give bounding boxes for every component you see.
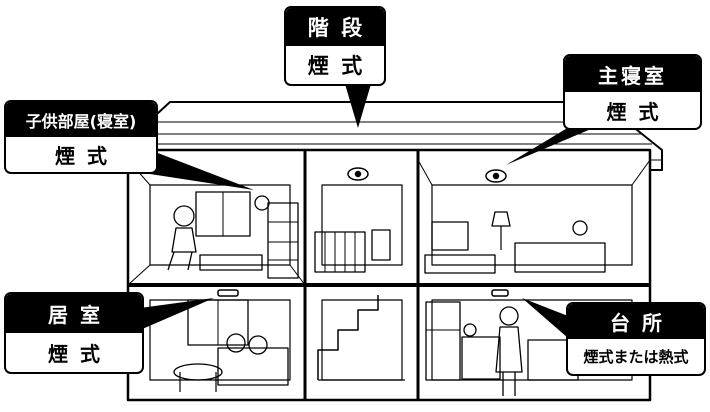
pointer-kids-room: [150, 150, 254, 190]
callout-living-room: 居室 煙式: [4, 292, 144, 374]
callout-kitchen-type: 煙式または熱式: [583, 348, 689, 366]
pointer-kitchen: [522, 298, 568, 338]
callout-kitchen-room: 台所: [568, 304, 704, 339]
pointer-master-bedroom: [506, 124, 598, 165]
pointer-living-room: [140, 298, 214, 330]
callout-living-room-room: 居室: [6, 294, 142, 333]
callout-kitchen: 台所 煙式または熱式: [566, 302, 706, 376]
callout-kids-room: 子供部屋(寝室) 煙式: [4, 100, 158, 174]
callout-master-bedroom-type: 煙式: [606, 99, 671, 124]
pointer-stairs: [345, 84, 371, 128]
callout-master-bedroom-room: 主寝室: [565, 56, 700, 92]
callout-master-bedroom: 主寝室 煙式: [563, 54, 702, 130]
callout-stairs-type: 煙式: [307, 54, 375, 78]
callout-living-room-type: 煙式: [48, 342, 112, 366]
callout-kids-room-type: 煙式: [55, 144, 119, 168]
callout-stairs-room: 階段: [286, 8, 384, 46]
detector-kitchen: [491, 289, 509, 297]
callout-stairs: 階段 煙式: [284, 6, 386, 86]
detector-living-room: [217, 289, 239, 297]
callout-kids-room-room: 子供部屋(寝室): [6, 102, 156, 137]
